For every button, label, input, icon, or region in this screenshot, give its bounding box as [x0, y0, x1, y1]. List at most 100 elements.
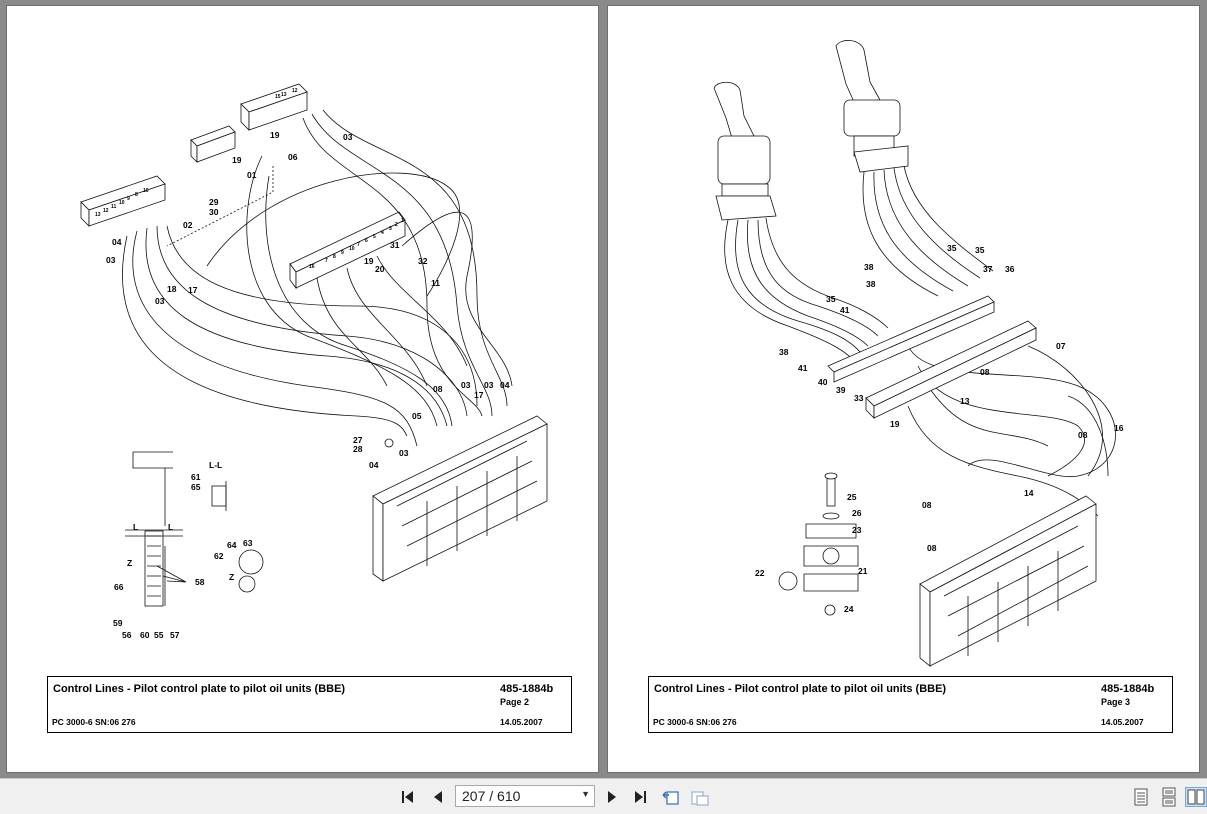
- port-label: 1: [401, 218, 404, 224]
- callout-label: 55: [154, 630, 164, 640]
- callout-label: 39: [836, 385, 846, 395]
- machine-model: PC 3000-6 SN:06 276: [52, 717, 136, 727]
- callout-label: 03: [343, 132, 353, 142]
- callout-label: 06: [288, 152, 298, 162]
- callout-label: 31: [390, 240, 400, 250]
- callout-label: L-L: [209, 460, 222, 470]
- callout-label: 27: [353, 435, 363, 445]
- callout-label: Z: [229, 572, 234, 582]
- callout-label: 04: [500, 380, 510, 390]
- callout-label: 33: [854, 393, 864, 403]
- callout-label: 23: [852, 525, 862, 535]
- callout-label: 32: [418, 256, 428, 266]
- port-label: 6: [365, 238, 368, 244]
- page-number-select[interactable]: 207 / 610 ▼: [455, 785, 595, 807]
- previous-page-button[interactable]: [428, 787, 448, 807]
- technical-drawing-right: 35 35 38 37 36 38 35 41 38 41 40 39 33 0…: [713, 40, 1124, 667]
- callout-label: 11: [431, 278, 440, 288]
- next-page-button[interactable]: [602, 787, 622, 807]
- callout-label: 19: [270, 130, 280, 140]
- title-block: Control Lines - Pilot control plate to p…: [47, 676, 572, 733]
- callout-label: 16: [1114, 423, 1124, 433]
- callout-label: 63: [243, 538, 253, 548]
- callout-label: 08: [927, 543, 937, 553]
- page-label: Page 2: [500, 697, 530, 707]
- last-page-icon: [635, 791, 646, 803]
- callout-label: 64: [227, 540, 237, 550]
- callout-label: 65: [191, 482, 201, 492]
- port-label: 10: [119, 200, 125, 206]
- callout-label: Z: [127, 558, 132, 568]
- callout-label: 19: [364, 256, 374, 266]
- document-page-right: 35 35 38 37 36 38 35 41 38 41 40 39 33 0…: [607, 5, 1200, 773]
- go-forward-icon: [691, 791, 709, 806]
- drawing-date: 14.05.2007: [500, 717, 543, 727]
- callout-label: 38: [866, 279, 876, 289]
- page-label: Page 3: [1101, 697, 1131, 707]
- port-label: 8: [135, 192, 138, 198]
- callout-label: 17: [188, 285, 198, 295]
- callout-label: 18: [167, 284, 177, 294]
- port-label: 13: [281, 92, 287, 98]
- callout-labels-right: 35 35 38 37 36 38 35 41 38 41 40 39 33 0…: [755, 243, 1124, 614]
- two-page-view-button[interactable]: [1185, 787, 1207, 807]
- first-page-icon: [402, 791, 413, 803]
- single-page-view-button[interactable]: [1131, 787, 1151, 807]
- callout-label: 66: [114, 582, 124, 592]
- callout-label: 04: [112, 237, 122, 247]
- callout-label: 19: [890, 419, 900, 429]
- callout-label: 37: [983, 264, 993, 274]
- port-label: 11: [111, 204, 117, 210]
- callout-label: 22: [755, 568, 765, 578]
- document-page-left: 19 19 03 06 01 29 30 02 04 03 03 18 17 3…: [6, 5, 599, 773]
- callout-label: L: [168, 522, 173, 532]
- machine-model: PC 3000-6 SN:06 276: [653, 717, 737, 727]
- port-label: 7: [325, 258, 328, 264]
- callout-label: 17: [474, 390, 484, 400]
- callout-label: 08: [980, 367, 990, 377]
- callout-label: 04: [369, 460, 379, 470]
- callout-label: 35: [826, 294, 836, 304]
- callout-label: 36: [1005, 264, 1015, 274]
- callout-label: 01: [247, 170, 257, 180]
- callout-label: 61: [191, 472, 201, 482]
- page-indicator-text: 207 / 610: [462, 788, 521, 804]
- continuous-view-icon: [1162, 787, 1176, 807]
- callout-labels-left: 19 19 03 06 01 29 30 02 04 03 03 18 17 3…: [95, 88, 510, 640]
- callout-label: L: [133, 522, 138, 532]
- callout-label: 05: [412, 411, 422, 421]
- callout-label: 03: [106, 255, 116, 265]
- continuous-view-button[interactable]: [1159, 787, 1179, 807]
- callout-label: 57: [170, 630, 180, 640]
- go-back-button[interactable]: [660, 787, 680, 807]
- callout-label: 21: [858, 566, 868, 576]
- navigation-toolbar: 207 / 610 ▼: [0, 778, 1207, 814]
- callout-label: 08: [922, 500, 932, 510]
- callout-label: 07: [1056, 341, 1066, 351]
- callout-label: 56: [122, 630, 132, 640]
- drawing-date: 14.05.2007: [1101, 717, 1144, 727]
- callout-label: 58: [195, 577, 205, 587]
- callout-label: 08: [433, 384, 443, 394]
- go-back-icon: [662, 791, 679, 805]
- callout-label: 38: [864, 262, 874, 272]
- port-label: 13: [95, 212, 101, 218]
- title-block: Control Lines - Pilot control plate to p…: [648, 676, 1173, 733]
- drawing-title: Control Lines - Pilot control plate to p…: [53, 683, 346, 695]
- port-label: 10: [349, 246, 355, 252]
- callout-label: 30: [209, 207, 219, 217]
- chevron-down-icon: ▼: [581, 789, 590, 799]
- callout-label: 38: [779, 347, 789, 357]
- callout-label: 28: [353, 444, 363, 454]
- port-label: 16: [309, 264, 315, 270]
- go-forward-button[interactable]: [690, 787, 710, 807]
- document-number: 485-1884b: [1101, 683, 1155, 695]
- port-label: 5: [373, 234, 376, 240]
- port-label: 12: [103, 208, 109, 214]
- first-page-button[interactable]: [398, 787, 418, 807]
- callout-label: 40: [818, 377, 828, 387]
- last-page-button[interactable]: [630, 787, 650, 807]
- callout-label: 26: [852, 508, 862, 518]
- callout-label: 35: [975, 245, 985, 255]
- callout-label: 19: [232, 155, 242, 165]
